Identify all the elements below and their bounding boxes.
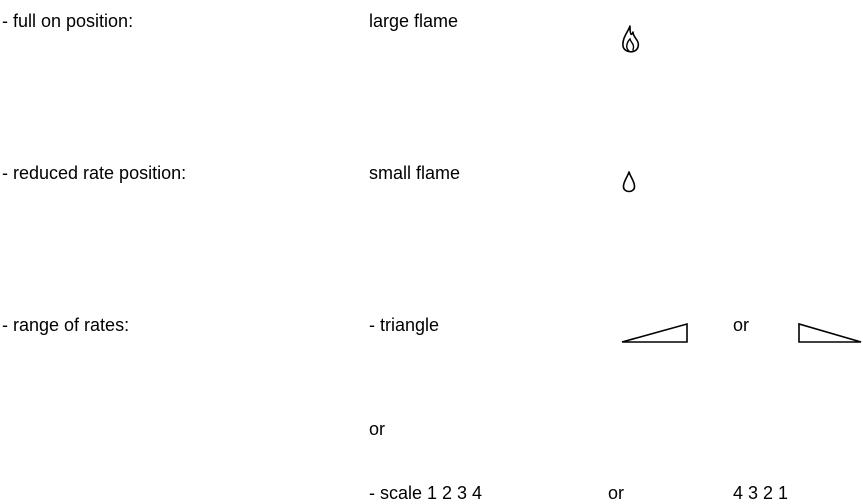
scale-descending-text: 4 3 2 1 <box>733 483 789 503</box>
triangle-increasing-icon <box>620 322 690 344</box>
large-flame-icon <box>621 24 641 56</box>
scale-or-text: or <box>608 483 625 503</box>
large-flame-text: large flame <box>369 11 459 31</box>
alternative-or-text: or <box>369 419 386 439</box>
reduced-rate-position-label: - reduced rate position: <box>2 163 187 183</box>
small-flame-icon <box>622 171 636 195</box>
scale-ascending-text: - scale 1 2 3 4 <box>369 483 483 503</box>
range-of-rates-label: - range of rates: <box>2 315 130 335</box>
full-on-position-label: - full on position: <box>2 11 134 31</box>
triangle-text: - triangle <box>369 315 440 335</box>
triangle-or-text: or <box>733 315 750 335</box>
small-flame-text: small flame <box>369 163 461 183</box>
triangle-decreasing-icon <box>797 322 863 344</box>
